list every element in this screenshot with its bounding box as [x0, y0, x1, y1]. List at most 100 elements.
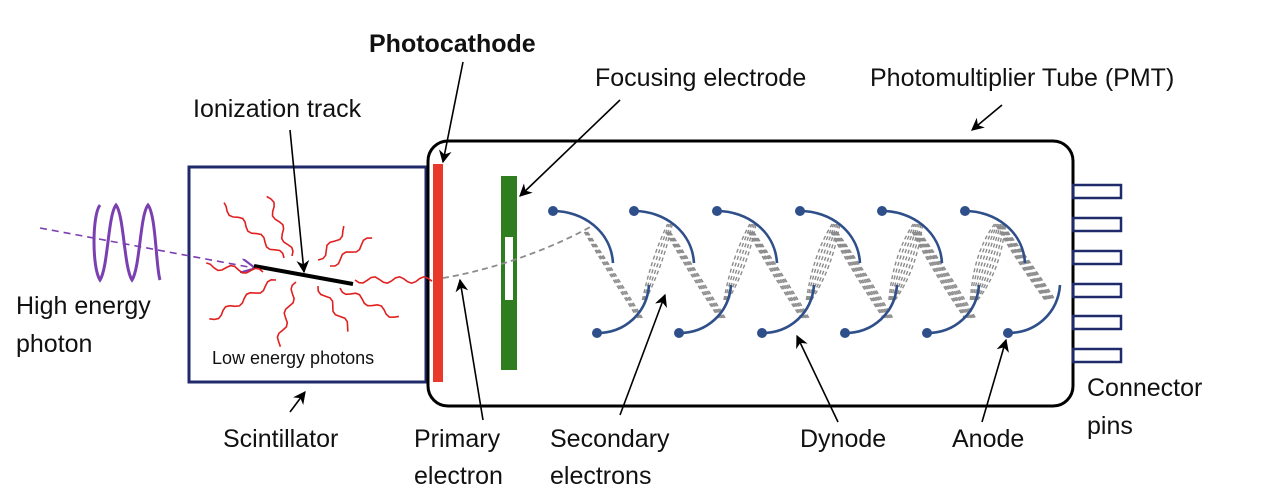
secondary-electron-path [891, 223, 919, 301]
secondary-electron-path [834, 231, 891, 319]
secondary-electron-path [913, 231, 969, 319]
secondary-electron-path [833, 231, 889, 319]
secondary-electron-path [667, 231, 723, 319]
label-connector-pins-line1: Connector [1087, 374, 1202, 402]
secondary-electron-path [894, 223, 924, 301]
secondary-electron-path [666, 231, 722, 319]
high-energy-photon [39, 202, 254, 283]
label-secondary-electrons-line1: Secondary [550, 425, 670, 453]
low-energy-photon-ray [317, 285, 349, 332]
secondary-electron-path [748, 231, 804, 319]
secondary-electron-path [888, 223, 914, 301]
low-energy-photon-ray [330, 237, 373, 267]
secondary-electron-path [996, 225, 1047, 301]
label-high-energy-photon-line2: photon [16, 330, 92, 358]
secondary-electron-path [1002, 225, 1056, 301]
label-photocathode: Photocathode [369, 30, 536, 58]
ionization-track [253, 264, 354, 286]
low-energy-photon-ray [354, 275, 433, 285]
label-ionization-track: Ionization track [193, 95, 362, 123]
secondary-electron-path [583, 231, 639, 319]
secondary-electron-path [749, 231, 805, 319]
label-connector-pins-line2: pins [1087, 412, 1133, 440]
low-energy-photon-ray [276, 281, 297, 347]
secondary-electron-path [911, 231, 966, 319]
dynode-top [716, 209, 779, 264]
dynode-top [964, 209, 1027, 264]
secondary-electron-path [751, 231, 808, 319]
secondary-electron-path [665, 231, 720, 319]
low-energy-photon-ray [317, 225, 345, 261]
secondary-electron-path [723, 223, 751, 301]
leader-lines [289, 61, 1009, 423]
low-energy-photons [206, 195, 433, 347]
low-energy-photon-ray [223, 202, 285, 259]
scintillator-box [187, 165, 428, 384]
secondary-electron-path [915, 231, 972, 319]
label-anode: Anode [952, 425, 1024, 453]
label-pmt: Photomultiplier Tube (PMT) [870, 64, 1174, 92]
secondary-electron-path [584, 231, 640, 319]
electron-paths [583, 223, 1056, 319]
secondary-electron-path [914, 231, 970, 319]
secondary-electron-path [971, 223, 999, 301]
secondary-electron-path [912, 231, 967, 319]
low-energy-photon-ray [266, 195, 294, 257]
dynode-top [633, 209, 696, 264]
dynode-terminal [757, 328, 767, 338]
secondary-electron-path [1000, 225, 1053, 301]
dynode-terminal [795, 206, 805, 216]
secondary-electron-path [747, 231, 802, 319]
connector-pins [1071, 183, 1123, 364]
secondary-electron-path [586, 231, 643, 319]
label-primary-electron-line1: Primary [414, 425, 501, 453]
secondary-electron-path [976, 223, 1005, 301]
dynode-terminal [922, 328, 932, 338]
secondary-electron-path [805, 223, 833, 301]
dynode-terminal [592, 328, 602, 338]
label-secondary-electrons-line2: electrons [550, 462, 651, 490]
secondary-electron-path [1001, 225, 1055, 301]
dynode-bottom [678, 284, 733, 335]
dynode-bottom [761, 284, 816, 335]
label-primary-electron-line2: electron [414, 462, 503, 490]
dynode-terminal [960, 206, 970, 216]
dynode-terminal [1003, 328, 1013, 338]
dynode-top [881, 209, 944, 264]
secondary-electron-path [585, 231, 642, 319]
low-energy-photon-ray [339, 287, 400, 319]
secondary-electron-path [830, 231, 884, 319]
dynode-terminal [629, 206, 639, 216]
dynode-top [799, 209, 862, 264]
dynode-terminal [548, 206, 558, 216]
focusing-electrode [501, 176, 517, 370]
secondary-electron-path [642, 223, 670, 301]
secondary-electron-path [724, 223, 753, 301]
low-energy-photon-ray [206, 262, 264, 274]
secondary-electron-path [972, 223, 1000, 301]
dynode-bottom [926, 284, 981, 335]
secondary-electron-path [807, 223, 836, 301]
secondary-electron-path [996, 225, 1046, 301]
secondary-electron-path [890, 223, 918, 301]
secondary-electron-path [832, 231, 888, 319]
label-focusing-electrode: Focusing electrode [595, 64, 806, 92]
dynode-terminal [840, 328, 850, 338]
secondary-electron-path [889, 223, 916, 301]
secondary-electron-path [970, 223, 997, 301]
secondary-electron-path [969, 223, 996, 301]
dynode-terminal [712, 206, 722, 216]
low-energy-photon-ray [209, 278, 277, 321]
secondary-electron-path [750, 231, 807, 319]
primary-electron-path [442, 225, 593, 279]
label-dynode: Dynode [800, 425, 886, 453]
secondary-electron-path [668, 231, 725, 319]
label-high-energy-photon-line1: High energy [16, 292, 151, 320]
secondary-electron-path [831, 231, 886, 319]
dynode-top [552, 209, 615, 264]
dynodes [548, 206, 1062, 338]
secondary-electron-path [669, 231, 726, 319]
dynode-terminal [674, 328, 684, 338]
secondary-electron-path [999, 225, 1052, 301]
